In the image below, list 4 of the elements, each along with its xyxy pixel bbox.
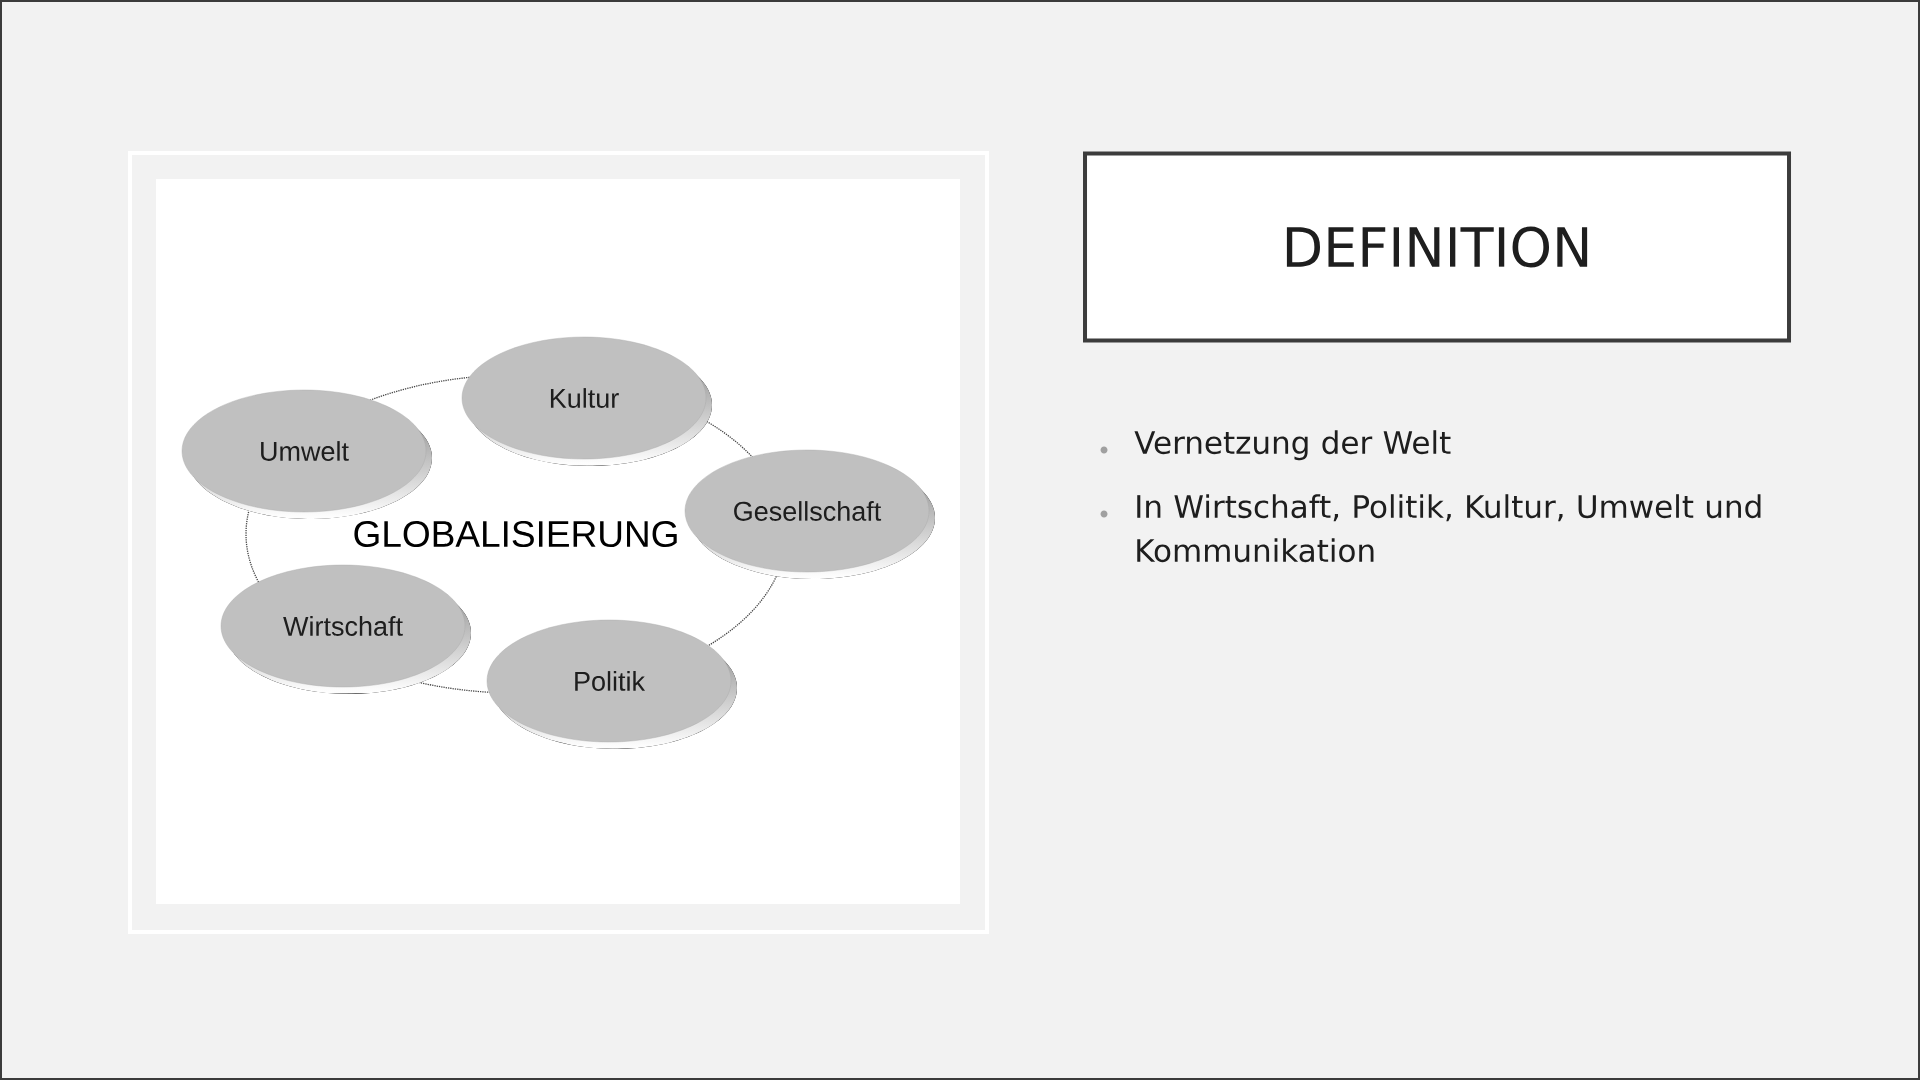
bullet-text: In Wirtschaft, Politik, Kultur, Umwelt und Kommunikation xyxy=(1137,494,1761,563)
title-box: DEFINITION xyxy=(1083,151,1791,343)
bullet-text: Vernetzung der Welt xyxy=(1134,430,1451,461)
center-label: GLOBALISIERUNG xyxy=(354,520,677,548)
